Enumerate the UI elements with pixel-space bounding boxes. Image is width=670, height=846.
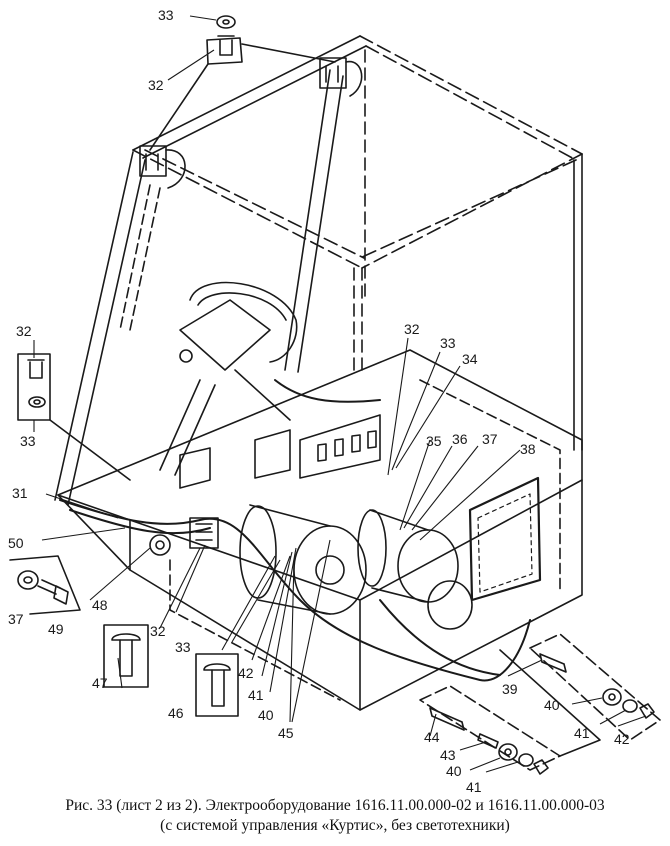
callout-37-left: 37	[8, 611, 24, 627]
callout-33-top: 33	[158, 7, 174, 23]
figure-caption: Рис. 33 (лист 2 из 2). Электрооборудован…	[0, 796, 670, 836]
callout-40-bottom: 40	[446, 763, 462, 779]
caption-line-1: Рис. 33 (лист 2 из 2). Электрооборудован…	[65, 797, 605, 814]
traction-motor	[239, 504, 367, 615]
pump-motor	[357, 509, 473, 630]
callout-39: 39	[502, 681, 518, 697]
callout-34: 34	[462, 351, 478, 367]
callout-35: 35	[426, 433, 442, 449]
hinge-upper-right	[319, 57, 363, 97]
callout-32-right: 32	[404, 321, 420, 337]
callout-48: 48	[92, 597, 108, 613]
leader-lines	[33, 15, 647, 773]
callout-40-left: 40	[258, 707, 274, 723]
hinge-upper-left	[139, 145, 186, 189]
electrical-equipment-drawing: 33 32 32 33 31 50 37 49 48 47 32 33 46 4…	[8, 7, 661, 795]
callout-33-left: 33	[20, 433, 36, 449]
callout-41-bottom: 41	[466, 779, 482, 795]
callout-44: 44	[424, 729, 440, 745]
callout-41-left: 41	[248, 687, 264, 703]
detail-box-39-42	[529, 633, 661, 741]
callout-42-right: 42	[614, 731, 630, 747]
callout-31: 31	[12, 485, 28, 501]
steering-column	[159, 281, 298, 476]
callout-50: 50	[8, 535, 24, 551]
cabin-frame	[54, 35, 583, 506]
callout-36: 36	[452, 431, 468, 447]
callout-33-bottom: 33	[175, 639, 191, 655]
caption-line-2: (с системой управления «Куртис», без све…	[160, 817, 510, 834]
detail-box-32-33-left	[17, 353, 131, 481]
callout-41-right: 41	[574, 725, 590, 741]
callout-46: 46	[168, 705, 184, 721]
callout-40-right: 40	[544, 697, 560, 713]
controller-plate	[468, 476, 542, 602]
detail-bolt-47	[103, 624, 149, 688]
callout-42-left: 42	[238, 665, 254, 681]
callout-38: 38	[520, 441, 536, 457]
callout-43: 43	[440, 747, 456, 763]
lower-hinge	[149, 517, 219, 556]
callout-33-right: 33	[440, 335, 456, 351]
detail-bolt-46	[195, 653, 239, 717]
detail-box-32-33-top	[149, 15, 336, 151]
control-panel	[179, 414, 381, 489]
callout-labels: 33 32 32 33 31 50 37 49 48 47 32 33 46 4…	[8, 7, 630, 795]
callout-47: 47	[92, 675, 108, 691]
base-box	[57, 349, 583, 711]
callout-32-bottom: 32	[150, 623, 166, 639]
callout-37-right: 37	[482, 431, 498, 447]
callout-32-left: 32	[16, 323, 32, 339]
callout-45: 45	[278, 725, 294, 741]
detail-bolt-37-49	[9, 555, 81, 615]
detail-box-40-44	[419, 649, 601, 775]
callout-32-top: 32	[148, 77, 164, 93]
callout-49: 49	[48, 621, 64, 637]
